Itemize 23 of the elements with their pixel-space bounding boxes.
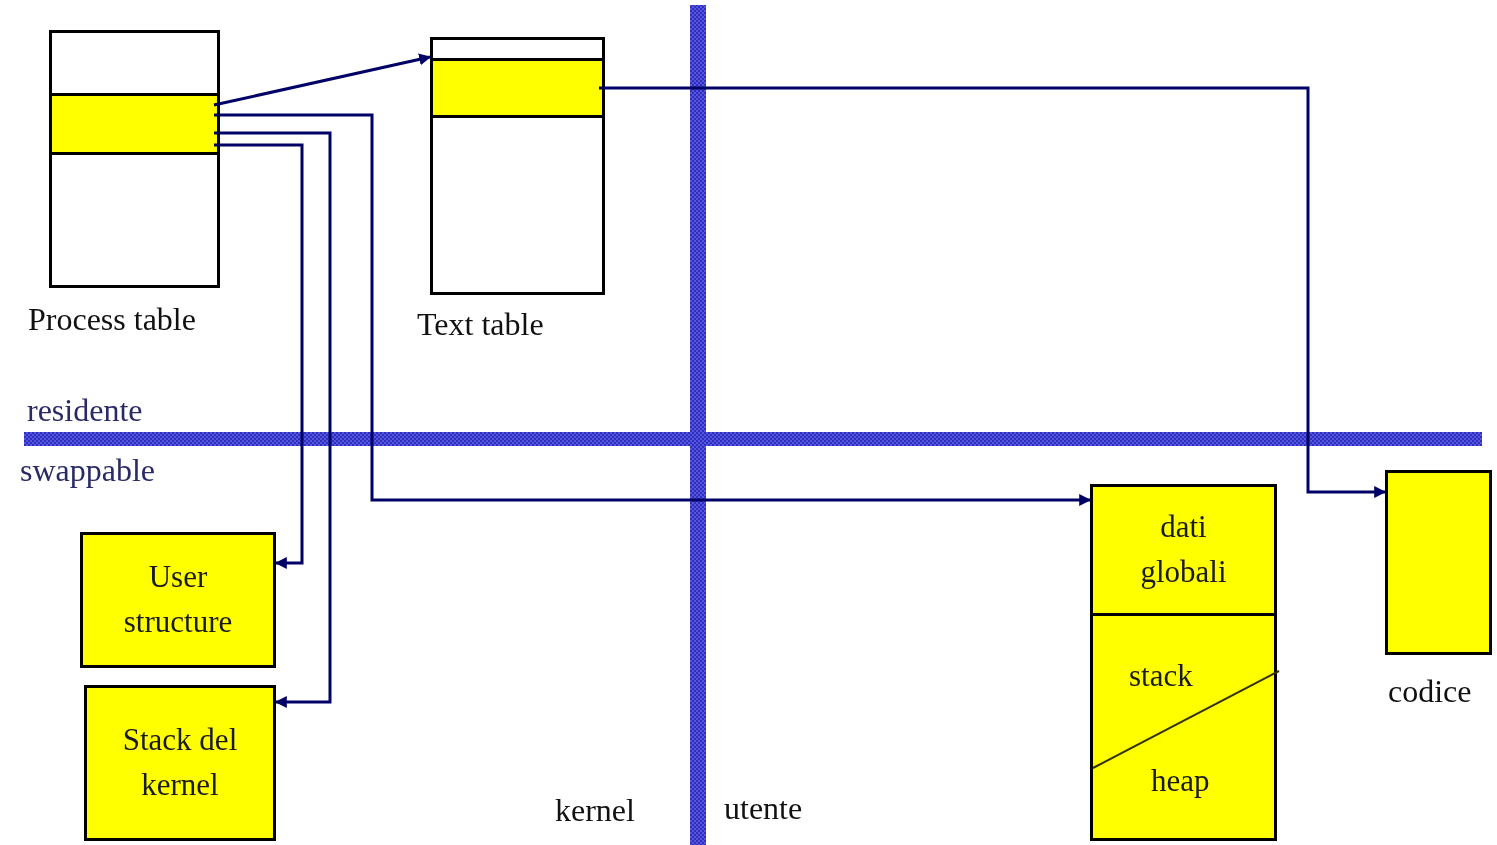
box-label: Stack del kernel	[121, 721, 239, 804]
connector-arrow	[214, 143, 304, 569]
box-caption: Process table	[28, 301, 196, 338]
box-caption: Text table	[417, 306, 544, 343]
region-label: swappable	[20, 452, 156, 489]
memory-box	[1090, 484, 1277, 616]
memory-box	[1090, 613, 1277, 841]
box-caption: codice	[1388, 673, 1472, 710]
connector-arrow	[214, 113, 1092, 506]
connector-arrow	[214, 131, 332, 708]
area-label: stack	[1129, 657, 1193, 695]
memory-box	[80, 532, 276, 668]
connector-arrow	[213, 53, 432, 107]
table-row	[433, 58, 602, 118]
table-row	[52, 93, 217, 155]
box-label: User structure	[122, 558, 234, 641]
area-label: heap	[1151, 762, 1210, 800]
memory-box	[84, 685, 276, 841]
region-label: kernel	[555, 792, 635, 829]
region-label: residente	[27, 392, 143, 429]
connector-arrow	[599, 86, 1387, 498]
region-label: utente	[724, 790, 803, 827]
box-label: dati globali	[1139, 508, 1228, 591]
